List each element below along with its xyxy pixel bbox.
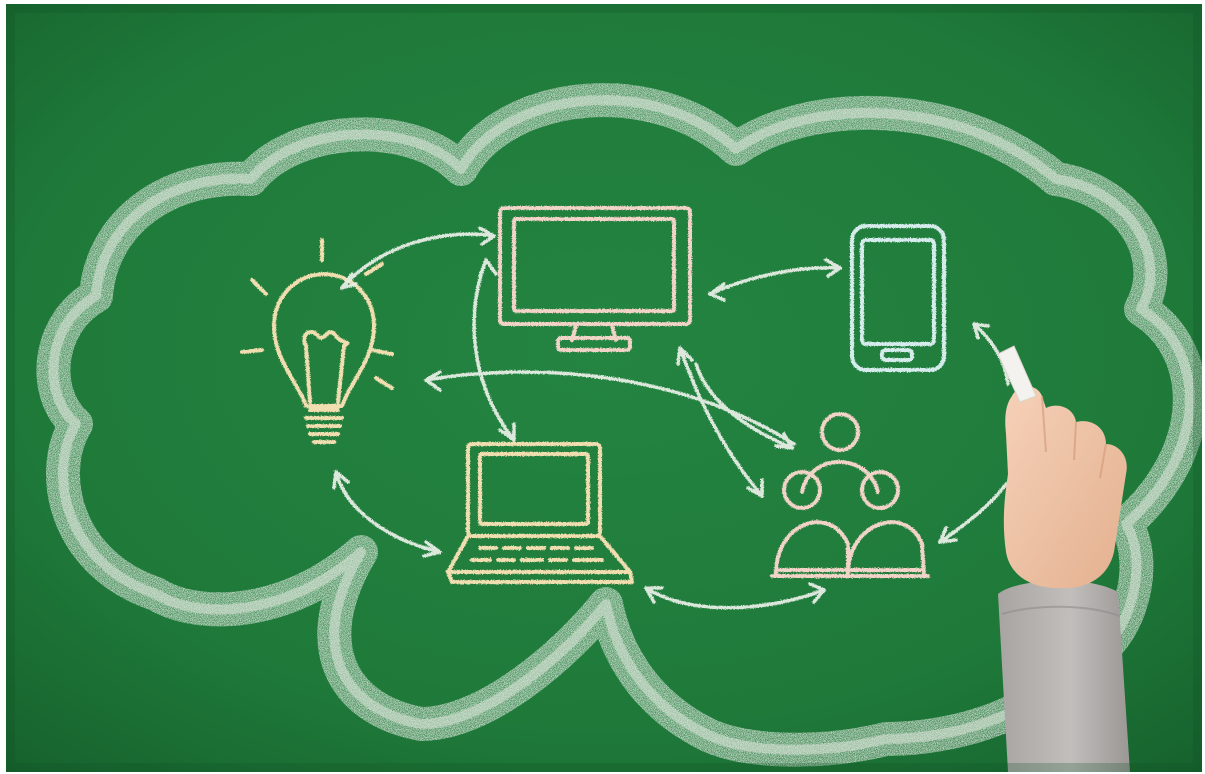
cloud-outline <box>36 83 1202 767</box>
people-group-icon <box>770 412 930 578</box>
lightbulb-icon <box>240 238 394 444</box>
double-headed-arrows <box>332 226 1010 610</box>
green-chalkboard <box>6 4 1202 772</box>
hand-holding-chalk <box>997 345 1130 772</box>
smartphone-icon <box>850 224 946 372</box>
laptop-icon <box>446 442 634 584</box>
monitor-icon <box>498 206 692 352</box>
